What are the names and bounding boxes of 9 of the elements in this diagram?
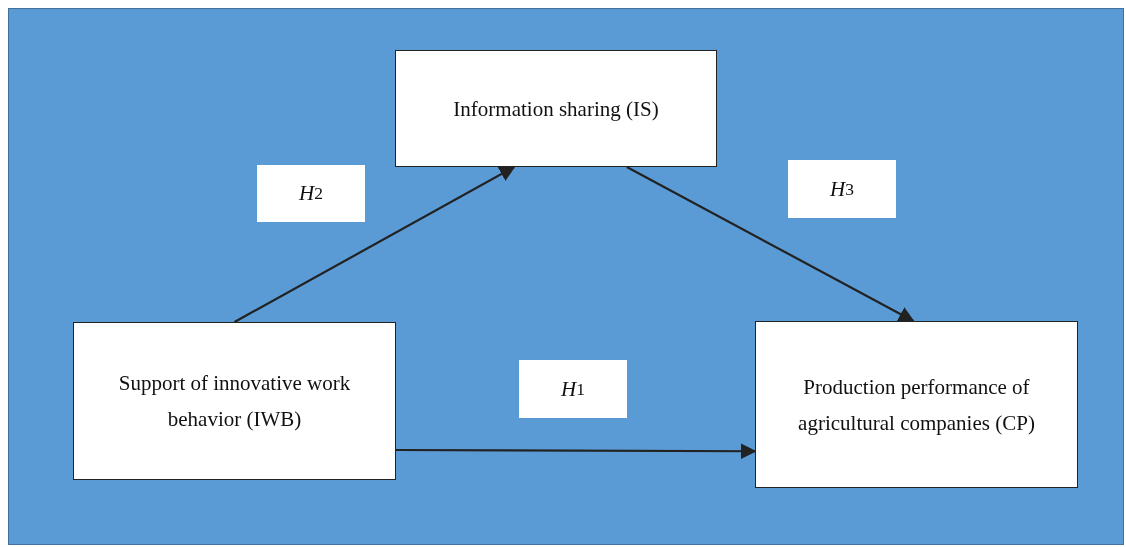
box-label: Production performance of agricultural companies (CP) [797,373,1036,437]
process-box [73,322,396,480]
process-box [395,50,717,167]
process-box [755,321,1078,488]
box-label: Information sharing (IS) [453,95,659,123]
box-label: Support of innovative work behavior (IWB) [117,370,352,433]
arrow [396,443,757,460]
arrow [233,166,516,323]
arrow [626,166,915,322]
